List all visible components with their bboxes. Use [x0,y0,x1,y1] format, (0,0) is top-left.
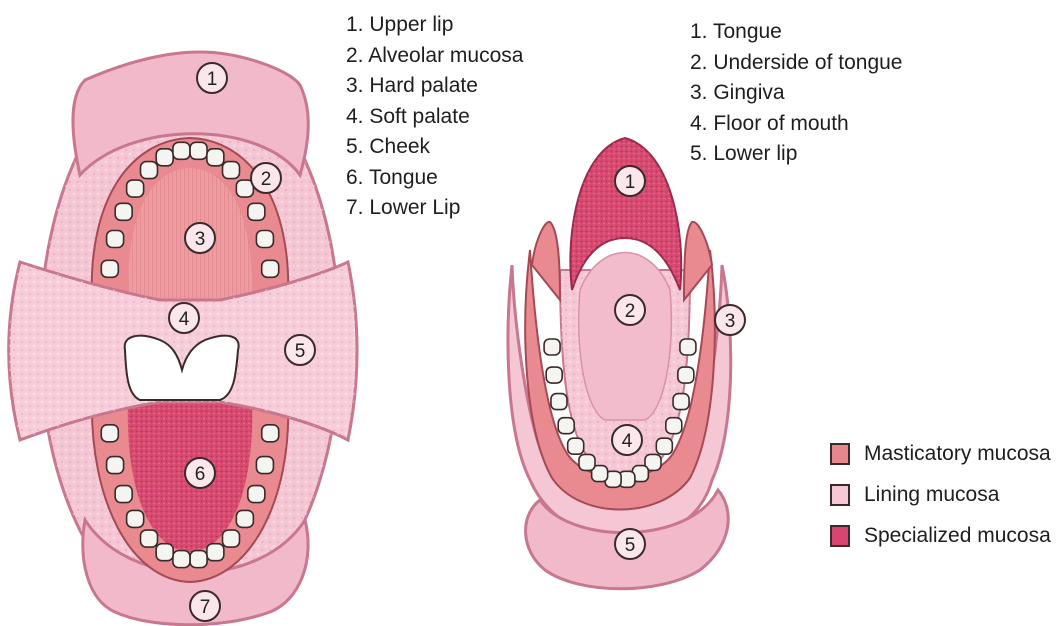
legend: Masticatory mucosa Lining mucosa Special… [830,433,1051,556]
upper-tooth [141,162,158,179]
left-marker-3: 3 [185,223,215,253]
right-tooth [680,339,696,355]
left-label-3: 3. Hard palate [346,71,523,102]
right-tooth [568,438,584,454]
left-marker-label: 4 [179,309,190,330]
lining-swatch [830,484,850,506]
right-label-1: 1. Tongue [690,17,902,48]
right-label-3: 3. Gingiva [690,78,902,109]
right-label-5: 5. Lower lip [690,139,902,170]
left-label-7: 7. Lower Lip [346,193,523,224]
upper-tooth [107,230,124,247]
legend-label: Masticatory mucosa [864,442,1051,466]
left-marker-label: 1 [207,69,218,90]
lower-tooth [190,551,207,568]
right-marker-label: 3 [725,311,736,332]
right-tooth [656,438,672,454]
upper-tooth [256,230,273,247]
left-label-1: 1. Upper lip [346,10,523,41]
left-marker-label: 3 [195,229,206,250]
right-marker-2: 2 [615,295,645,325]
upper-tooth [115,203,132,220]
right-tooth [558,418,574,434]
lower-tooth [256,457,273,474]
upper-tooth [207,149,224,166]
upper-tooth [127,180,144,197]
upper-tooth [262,260,279,277]
left-marker-7: 7 [190,591,220,621]
lower-tooth [107,457,124,474]
legend-item-lining: Lining mucosa [830,474,1051,515]
upper-tooth [101,260,118,277]
upper-tooth [223,162,240,179]
right-marker-3: 3 [715,305,745,335]
left-marker-1: 1 [197,63,227,93]
left-label-6: 6. Tongue [346,163,523,194]
upper-tooth [156,149,173,166]
lower-tooth [101,425,118,442]
lower-tooth [127,510,144,527]
legend-label: Specialized mucosa [864,524,1051,548]
left-marker-2: 2 [251,163,281,193]
right-marker-label: 4 [622,431,633,452]
upper-tooth [248,203,265,220]
lower-tooth [173,551,190,568]
right-marker-5: 5 [615,529,645,559]
left-marker-label: 7 [200,597,211,618]
left-label-list: 1. Upper lip 2. Alveolar mucosa 3. Hard … [346,10,523,224]
legend-item-masticatory: Masticatory mucosa [830,433,1051,474]
right-marker-label: 2 [625,301,636,322]
lower-tooth [156,544,173,561]
right-mouth-diagram [508,138,731,589]
right-marker-label: 1 [625,172,636,193]
specialized-swatch [830,525,850,547]
left-gingiva-peak [532,222,560,300]
left-label-2: 2. Alveolar mucosa [346,41,523,72]
left-marker-label: 5 [295,341,306,362]
upper-tooth [173,142,190,159]
left-label-5: 5. Cheek [346,132,523,163]
left-marker-label: 6 [195,464,206,485]
lower-tooth [248,486,265,503]
left-marker-label: 2 [261,169,272,190]
legend-label: Lining mucosa [864,483,999,507]
legend-item-specialized: Specialized mucosa [830,515,1051,556]
left-marker-5: 5 [285,335,315,365]
right-tooth [546,367,562,383]
right-label-list: 1. Tongue 2. Underside of tongue 3. Ging… [690,17,902,170]
right-marker-label: 5 [625,535,636,556]
right-tooth [673,394,689,410]
right-marker-1: 1 [615,166,645,196]
right-tooth [579,454,595,470]
right-tooth [666,418,682,434]
masticatory-swatch [830,443,850,465]
right-tooth [544,339,560,355]
left-marker-6: 6 [185,458,215,488]
upper-tooth [190,142,207,159]
left-marker-4: 4 [169,303,199,333]
right-marker-4: 4 [612,425,642,455]
lower-tooth [236,510,253,527]
right-label-4: 4. Floor of mouth [690,109,902,140]
lower-tooth [262,425,279,442]
left-label-4: 4. Soft palate [346,102,523,133]
right-label-2: 2. Underside of tongue [690,48,902,79]
lower-tooth [115,486,132,503]
right-tooth [551,394,567,410]
right-tooth [678,367,694,383]
lower-tooth [207,544,224,561]
underside-of-tongue [579,253,672,421]
lower-tooth [141,530,158,547]
lower-tooth [223,530,240,547]
